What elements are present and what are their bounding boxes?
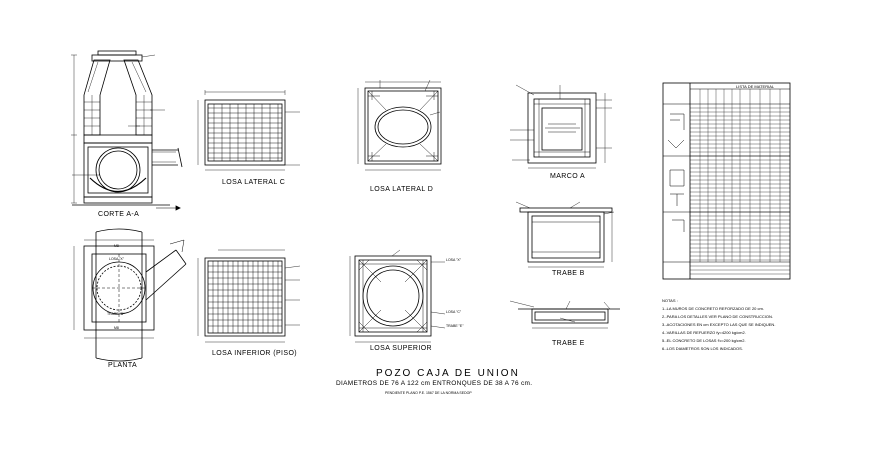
trabe-b-drawing bbox=[515, 201, 615, 268]
losa-lateral-d-drawing bbox=[357, 79, 442, 171]
drawing-subtitle: DIAMETROS DE 76 A 122 cm ENTRONQUES DE 3… bbox=[336, 380, 533, 387]
note-line: 4.-VARILLAS DE REFUERZO fy=4200 kg/cm2. bbox=[662, 330, 746, 335]
drawing-reference-note: PENDIENTE PLANO P.E. 1567 DE LA NORMA SE… bbox=[385, 391, 472, 395]
trabe-e-tag: TRABE "E" bbox=[446, 324, 464, 328]
losa-superior-drawing bbox=[349, 249, 446, 343]
marco-a-drawing bbox=[510, 84, 612, 169]
view-label-losa-lateral-c: LOSA LATERAL C bbox=[222, 179, 286, 186]
losa-c-tag: LOSA "C" bbox=[446, 310, 462, 314]
note-line: 6.-LOS DIAMETROS SON LOS INDICADOS. bbox=[662, 346, 743, 351]
losa-inferior-drawing bbox=[197, 249, 301, 343]
losa-lateral-c-drawing bbox=[197, 90, 300, 171]
view-label-losa-lateral-d: LOSA LATERAL D bbox=[370, 186, 434, 193]
general-notes: NOTAS : 1.-LA MUROS DE CONCRETO REFORZAD… bbox=[662, 297, 775, 353]
note-line: 3.-ACOTACIONES EN cm EXCEPTO LAS QUE SE … bbox=[662, 322, 776, 327]
note-line: 2.-PARA LOS DETALLES VER PLANO DE CONSTR… bbox=[662, 314, 773, 319]
view-label-trabe-e: TRABE E bbox=[552, 340, 585, 347]
planta-trabe-b-tag: TRABE "B" bbox=[107, 312, 125, 316]
planta-drawing bbox=[73, 228, 187, 362]
view-label-marco-a: MARCO A bbox=[550, 173, 586, 180]
note-line: 1.-LA MUROS DE CONCRETO REFORZADO DE 20 … bbox=[662, 306, 764, 311]
planta-losa-x-tag: LOSA "X" bbox=[109, 257, 124, 261]
view-label-losa-superior: LOSA SUPERIOR bbox=[370, 345, 432, 352]
planta-m8-top: M8 bbox=[114, 244, 119, 248]
view-label-losa-inferior: LOSA INFERIOR (PISO) bbox=[212, 350, 298, 357]
drawing-title: POZO CAJA DE UNION bbox=[376, 368, 520, 379]
losa-x-tag: LOSA "X" bbox=[446, 258, 461, 262]
material-table-title: LISTA DE MATERIAL bbox=[736, 84, 775, 89]
notes-heading: NOTAS : bbox=[662, 298, 678, 303]
material-table bbox=[662, 82, 791, 280]
corte-a-a-section bbox=[71, 50, 183, 211]
view-label-planta: PLANTA bbox=[108, 362, 138, 369]
planta-m8-bottom: M8 bbox=[114, 326, 119, 330]
note-line: 5.-EL CONCRETO DE LOSAS f'c=200 kg/cm2. bbox=[662, 338, 746, 343]
view-label-corte-a-a: CORTE A-A bbox=[98, 211, 140, 218]
view-label-trabe-b: TRABE B bbox=[552, 270, 585, 277]
trabe-e-drawing bbox=[509, 300, 620, 329]
